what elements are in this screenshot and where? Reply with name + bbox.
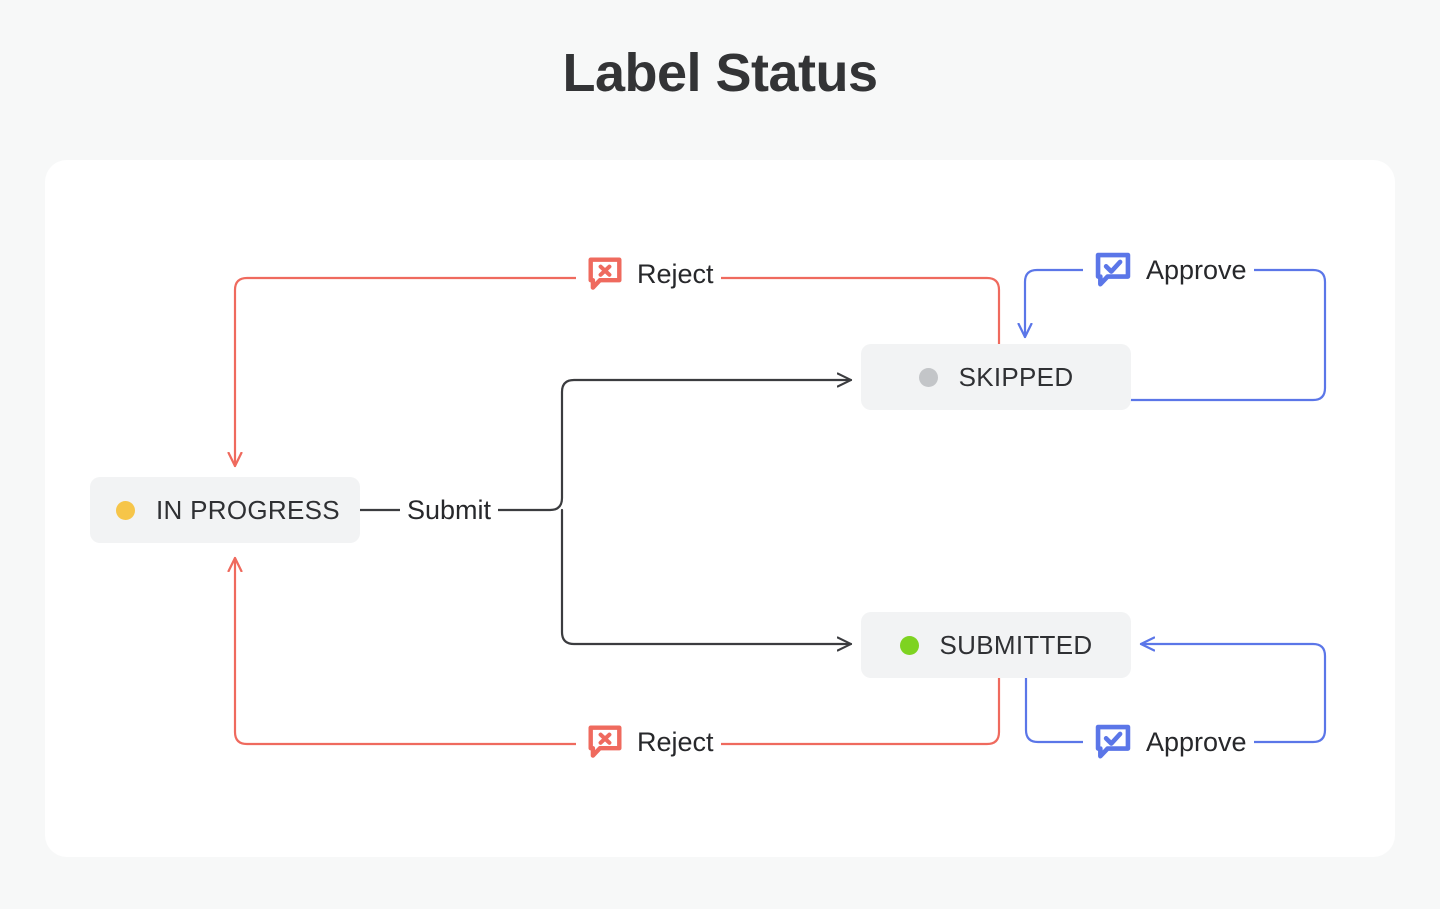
approve-bubble-icon	[1095, 252, 1131, 287]
status-node-label: SUBMITTED	[939, 629, 1093, 660]
edge-label-text: Approve	[1146, 254, 1247, 285]
page-title: Label Status	[562, 43, 878, 103]
edge-label-text: Reject	[637, 726, 714, 757]
reject-bubble-icon	[588, 257, 622, 290]
status-dot-gray	[918, 367, 938, 387]
status-node-label: IN PROGRESS	[156, 494, 340, 525]
edge-label-approve-bottom: Approve	[1083, 720, 1254, 764]
diagram-card: IN PROGRESS SKIPPED SUBMITTED Submit Rej…	[45, 160, 1395, 857]
reject-bubble-icon	[588, 725, 622, 758]
status-node-skipped[interactable]: SKIPPED	[861, 344, 1131, 410]
status-node-submitted[interactable]: SUBMITTED	[861, 612, 1131, 678]
edge-approve-submitted-loop	[1024, 644, 1327, 744]
edge-submit-to-skipped	[358, 380, 853, 512]
status-node-label: SKIPPED	[958, 361, 1074, 392]
edge-label-text: Reject	[637, 258, 714, 289]
edge-label-reject-bottom: Reject	[576, 720, 721, 764]
edge-label-submit: Submit	[400, 488, 499, 532]
approve-bubble-icon	[1095, 724, 1131, 759]
edge-label-text: Approve	[1146, 726, 1247, 757]
status-node-in-progress[interactable]: IN PROGRESS	[90, 477, 360, 543]
edge-submit-to-submitted	[560, 508, 853, 644]
edge-label-approve-top: Approve	[1083, 248, 1254, 292]
edge-approve-skipped-loop	[1025, 268, 1327, 402]
status-dot-yellow	[116, 500, 135, 520]
edge-label-reject-top: Reject	[576, 252, 721, 296]
status-dot-green	[899, 635, 919, 655]
edge-label-text: Submit	[407, 494, 492, 525]
